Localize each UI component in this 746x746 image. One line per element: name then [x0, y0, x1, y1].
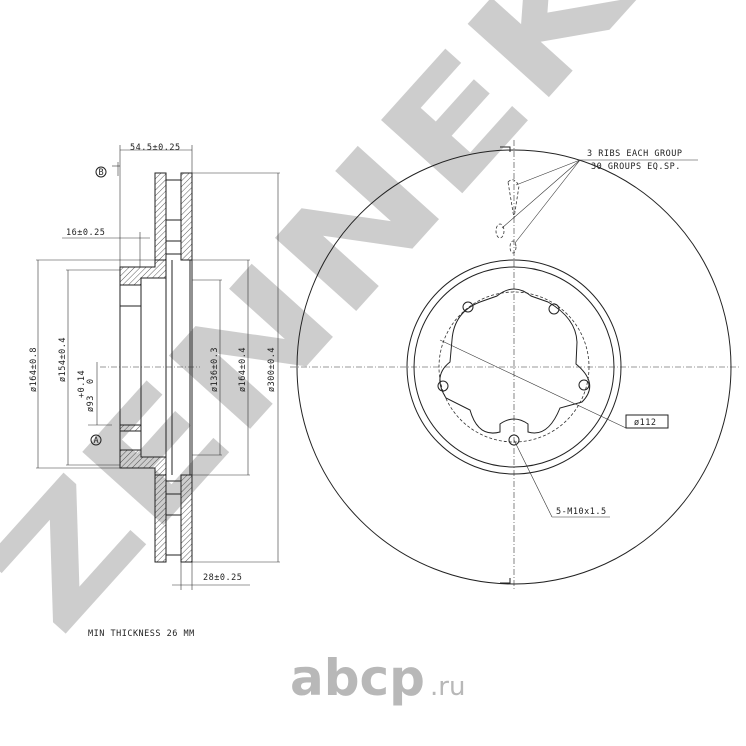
hub-upper — [119, 259, 167, 286]
dim-overall-height: 54.5±0.25 — [130, 143, 181, 153]
datum-b-marker — [95, 166, 107, 178]
dim-d93: ø93 — [86, 395, 96, 412]
svg-text:A: A — [94, 436, 100, 446]
friction-plate-right-upper — [180, 172, 193, 261]
hub-lower — [119, 449, 167, 476]
dim-hub-offset: 16±0.25 — [66, 228, 105, 238]
dim-d164-08: ø164±0.8 — [29, 347, 39, 392]
hub-flower-profile — [439, 288, 591, 434]
datum-a-marker — [90, 434, 102, 446]
svg-text:.ru: .ru — [430, 672, 465, 702]
friction-plate-right-lower — [180, 474, 193, 563]
pcd-box — [625, 414, 669, 429]
section-view: B A 54.5±0.25 16±0.25 ø164±0.8 ø154±0.4 … — [29, 143, 280, 639]
ribs-note-line2: 30 GROUPS EQ.SP. — [591, 162, 681, 172]
bolt-holes — [437, 301, 590, 446]
dim-d300: ø300±0.4 — [267, 347, 277, 392]
dim-thickness: 28±0.25 — [203, 573, 242, 583]
bolt-holes-label: 5-M10x1.5 — [556, 507, 607, 517]
abcp-logo: abcp .ru — [290, 649, 465, 707]
svg-text:+0.14: +0.14 — [77, 370, 87, 398]
friction-plate-left-lower — [154, 474, 167, 563]
dim-d136: ø136±0.3 — [210, 347, 220, 392]
svg-text:0: 0 — [86, 378, 96, 384]
dim-d164-04: ø164±0.4 — [238, 347, 248, 392]
svg-text:abcp: abcp — [290, 649, 425, 707]
svg-text:ZENNEK: ZENNEK — [0, 0, 666, 664]
dim-d154: ø154±0.4 — [58, 337, 68, 382]
friction-plate-left-upper — [154, 172, 167, 261]
svg-text:B: B — [99, 168, 105, 178]
watermark: ZENNEK — [0, 0, 666, 664]
front-view: 3 RIBS EACH GROUP 30 GROUPS EQ.SP. ø112 … — [290, 140, 740, 590]
pcd-label: ø112 — [634, 418, 656, 428]
ribs-note-line1: 3 RIBS EACH GROUP — [587, 149, 683, 159]
min-thickness-note: MIN THICKNESS 26 MM — [88, 629, 195, 639]
